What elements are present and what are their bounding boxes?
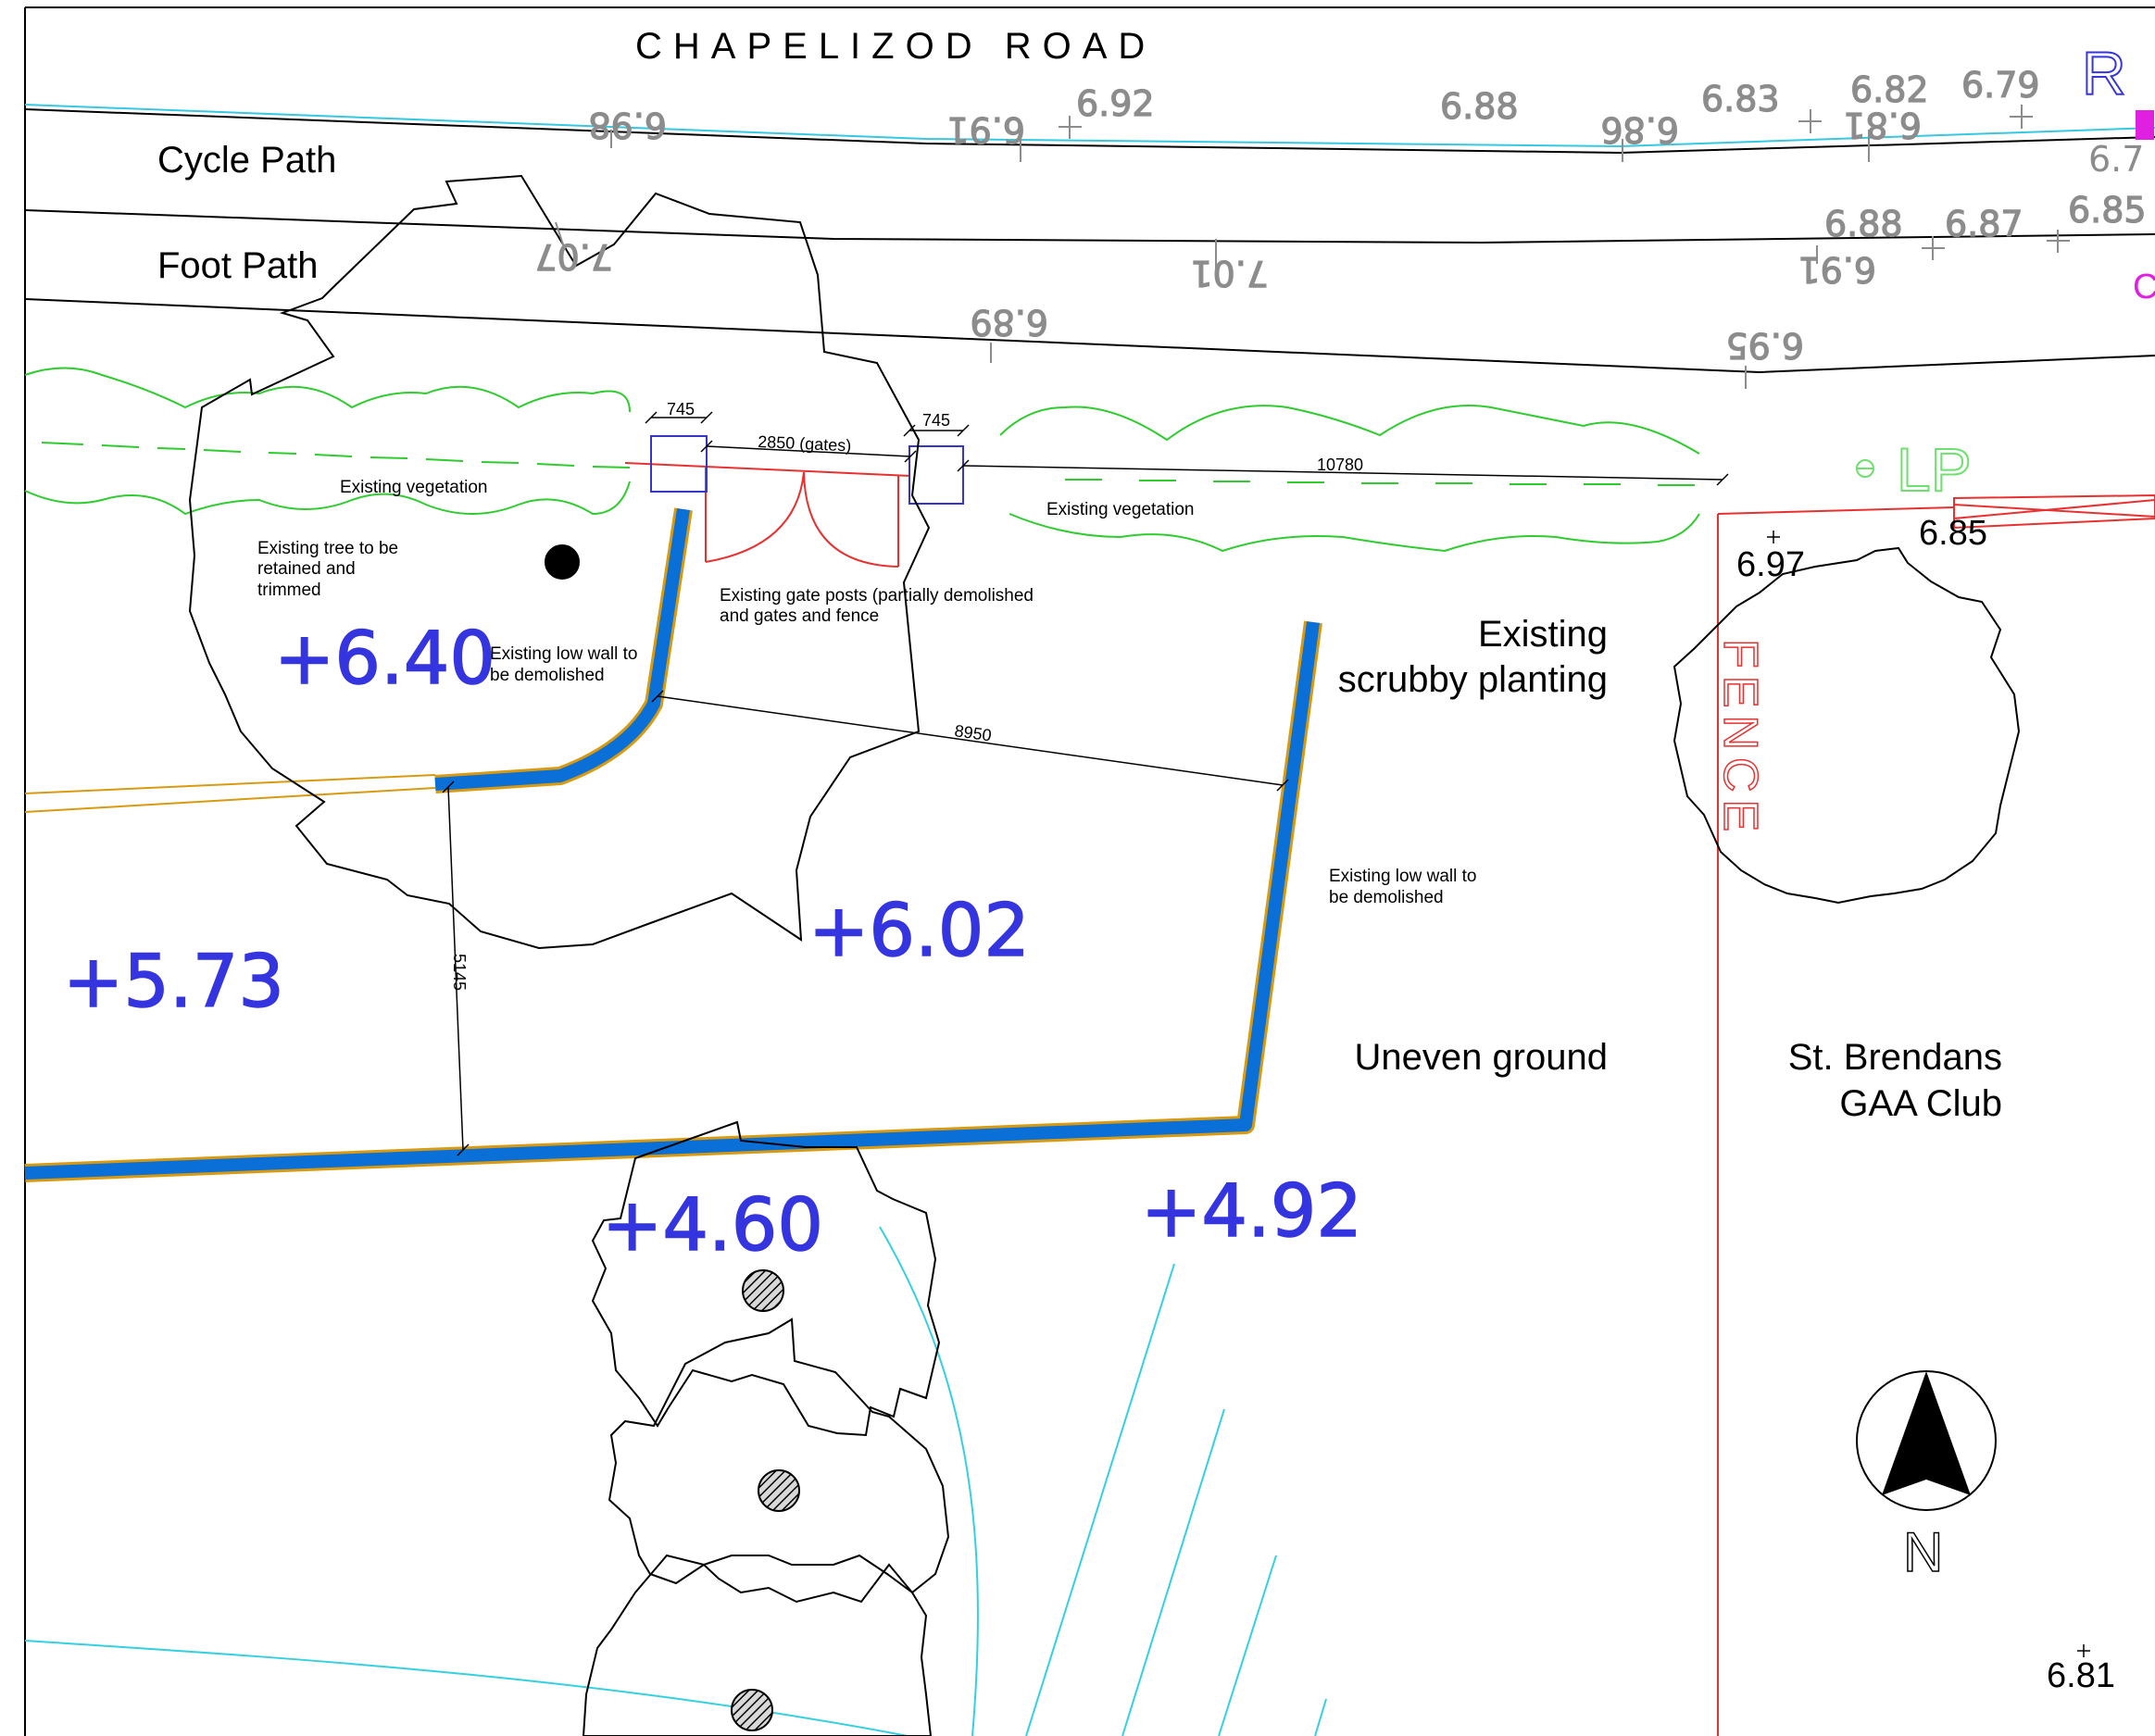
- walls-to-demolish: [24, 507, 1322, 1182]
- road-level-6-81: 6.81: [1843, 105, 1922, 145]
- lamp-post-icon: [1856, 459, 1874, 478]
- scrubby-line2: scrubby planting: [1338, 659, 1608, 700]
- low-wall-1-line1: Existing low wall to: [490, 644, 637, 664]
- road-level-6-91: 6.91: [946, 109, 1025, 150]
- tree-trunks: [545, 544, 800, 1731]
- low-wall-2-line1: Existing low wall to: [1329, 867, 1476, 886]
- dim-10780: 10780: [1317, 456, 1363, 474]
- low-wall-2-line2: be demolished: [1329, 888, 1444, 907]
- road-level-6-98: 6.98: [588, 105, 667, 145]
- tree-trunk-icon: [742, 1269, 784, 1312]
- tree-note-line2: retained and: [257, 559, 356, 579]
- fence-and-gates: [624, 462, 2155, 1736]
- boundary-lines: [24, 774, 436, 813]
- club-line2: GAA Club: [1839, 1083, 2002, 1124]
- tree-canopy-right: [1673, 546, 2021, 905]
- scrubby-line1: Existing: [1478, 614, 1608, 655]
- tree-trunk-icon: [731, 1689, 773, 1731]
- level-6-81-black: 6.81: [2047, 1656, 2115, 1695]
- north-label: N: [1903, 1521, 1943, 1583]
- level-6-97-black: 6.97: [1736, 545, 1805, 584]
- vegetation-right-label: Existing vegetation: [1046, 500, 1195, 519]
- road-level-7-01: 7.01: [1190, 253, 1269, 293]
- gate-posts-line2: and gates and fence: [720, 606, 879, 626]
- road-name: CHAPELIZOD ROAD: [635, 26, 1156, 67]
- gate-posts: [650, 435, 964, 505]
- vegetation-left: [24, 367, 631, 516]
- road-lines: [24, 104, 2155, 374]
- road-level-6-85: 6.85: [2068, 190, 2147, 231]
- tree-canopies-lower: [582, 1120, 950, 1736]
- tree-trunk-icon: [758, 1469, 800, 1512]
- black-survey-marks: [1767, 531, 2090, 1657]
- gate-posts-line1: Existing gate posts (partially demolishe…: [720, 586, 1034, 606]
- level-6-40: +6.40: [274, 618, 495, 701]
- foot-path-label: Foot Path: [157, 245, 318, 286]
- road-level-6-79: 6.79: [1961, 65, 2040, 106]
- vegetation-right: [999, 405, 1700, 553]
- cycle-path-label: Cycle Path: [157, 140, 336, 181]
- tree-note-line3: trimmed: [257, 581, 321, 600]
- road-level-6-89: 6.89: [970, 302, 1048, 343]
- road-level-6-83: 6.83: [1701, 79, 1780, 119]
- corner-mark: R: [2082, 39, 2126, 107]
- uneven-ground-label: Uneven ground: [1354, 1037, 1608, 1078]
- magenta-marks: [2136, 110, 2154, 140]
- level-6-85-black: 6.85: [1919, 514, 1987, 553]
- fence-label: FENCE: [1713, 639, 1767, 839]
- level-6-02: +6.02: [808, 890, 1030, 973]
- road-level-6-86: 6.86: [1600, 109, 1679, 150]
- vegetation-left-label: Existing vegetation: [340, 478, 488, 497]
- dim-2850: 2850 (gates): [758, 432, 852, 455]
- road-level-6-88b: 6.88: [1824, 204, 1903, 244]
- tree-trunk-icon: [545, 544, 580, 580]
- road-level-6-87: 6.87: [1945, 204, 2023, 244]
- dim-745-left: 745: [667, 400, 695, 418]
- level-4-92: +4.92: [1141, 1170, 1362, 1254]
- dimension-lines: [442, 411, 1729, 1156]
- road-level-6-82: 6.82: [1850, 69, 1929, 110]
- tree-note-line1: Existing tree to be: [257, 539, 398, 558]
- survey-point-marks: [555, 105, 2070, 389]
- corner-mark-2: C: [2133, 268, 2155, 306]
- level-4-60: +4.60: [602, 1184, 823, 1268]
- dim-745-right: 745: [922, 411, 950, 430]
- road-level-6-7: 6.7: [2088, 139, 2144, 180]
- dim-5145: 5145: [450, 954, 469, 991]
- road-level-6-92: 6.92: [1076, 83, 1155, 124]
- low-wall-1-line2: be demolished: [490, 666, 605, 685]
- road-level-7-07: 7.07: [534, 236, 613, 277]
- tree-canopy-large: [188, 174, 931, 950]
- lamp-post-label: LP: [1897, 435, 1972, 504]
- road-level-6-88a: 6.88: [1440, 86, 1519, 127]
- dimension-ticks: [442, 411, 1729, 1156]
- road-level-6-95: 6.95: [1725, 325, 1804, 366]
- club-line1: St. Brendans: [1788, 1037, 2002, 1078]
- road-level-6-91b: 6.91: [1798, 249, 1876, 290]
- north-arrow-icon: [1856, 1370, 1997, 1511]
- level-5-73: +5.73: [63, 941, 284, 1024]
